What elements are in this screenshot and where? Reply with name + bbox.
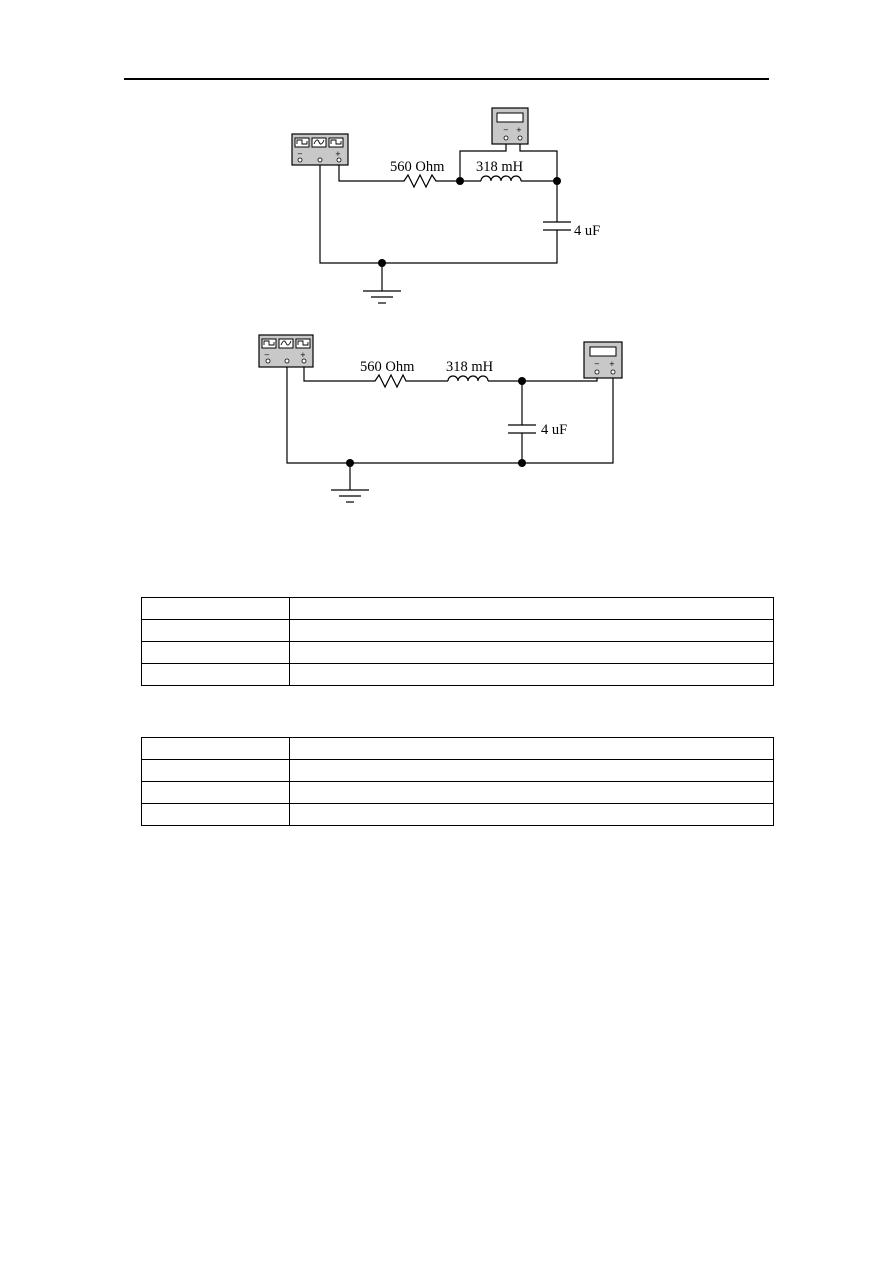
circuit-diagram-1: − + − + 560 Ohm 318 mH 4 uF [291,107,600,304]
generator-plus-label: + [335,150,341,158]
table-cell[interactable] [289,619,774,642]
table-cell[interactable] [289,641,774,664]
table-cell[interactable] [141,663,290,686]
meter-minus-label: − [594,360,600,368]
wire-generator-to-resistor [338,164,395,182]
inductor-symbol [447,375,489,382]
capacitor-symbol [508,424,536,434]
inductor-symbol [480,175,522,182]
header-rule [124,78,769,80]
voltmeter[interactable]: − + [583,341,623,379]
generator-plus-label: + [300,351,306,359]
table-row [141,663,774,686]
table-cell[interactable] [141,737,290,760]
resistor-symbol [395,173,441,189]
junction-node [553,177,561,185]
wire-generator-to-resistor [303,366,367,382]
table-cell[interactable] [141,641,290,664]
table-row [141,781,774,804]
square-wave-icon [296,139,308,145]
function-generator[interactable]: − + [258,334,314,368]
table-cell[interactable] [289,737,774,760]
voltmeter[interactable]: − + [491,107,529,145]
wire-voltmeter-left [459,144,507,181]
table-cell[interactable] [289,803,774,826]
table-row [141,803,774,826]
table-cell[interactable] [141,803,290,826]
meter-display [589,346,617,357]
wire-generator-to-ground [286,366,614,464]
blank-table-2 [141,737,774,826]
wire-inductor-to-meter [488,378,598,382]
table-row [141,641,774,664]
meter-plus-label: + [516,126,522,134]
junction-node [378,259,386,267]
table-row [141,737,774,760]
square-wave-icon [330,139,342,145]
wire-voltmeter-right [519,144,558,181]
sine-wave-icon [280,340,292,346]
blank-table-1 [141,597,774,686]
table-cell[interactable] [141,781,290,804]
function-generator[interactable]: − + [291,133,349,166]
table-cell[interactable] [141,759,290,782]
junction-node [456,177,464,185]
table-cell[interactable] [141,619,290,642]
table-row [141,619,774,642]
meter-plus-label: + [609,360,615,368]
resistor-symbol [367,373,408,389]
table-cell[interactable] [141,597,290,620]
wire-generator-to-ground [319,164,558,264]
capacitor-label: 4 uF [541,422,567,438]
table-row [141,759,774,782]
table-row [141,597,774,620]
meter-minus-label: − [503,126,509,134]
ground-symbol [363,290,401,304]
junction-node [518,377,526,385]
resistor-label: 560 Ohm [360,359,415,375]
circuit-diagram-2: − + − + 560 Ohm 318 mH 4 uF [258,334,623,503]
capacitor-label: 4 uF [574,223,600,239]
square-wave-icon [297,340,309,346]
square-wave-icon [263,340,275,346]
table-cell[interactable] [289,597,774,620]
junction-node [518,459,526,467]
meter-display [496,112,524,123]
generator-minus-label: − [264,351,270,359]
ground-symbol [331,489,369,503]
junction-node [346,459,354,467]
table-cell[interactable] [289,781,774,804]
capacitor-symbol [543,221,571,237]
table-cell[interactable] [289,759,774,782]
inductor-label: 318 mH [476,159,524,175]
resistor-label: 560 Ohm [390,159,445,175]
sine-wave-icon [313,139,325,145]
inductor-label: 318 mH [446,359,494,375]
generator-minus-label: − [297,150,303,158]
table-cell[interactable] [289,663,774,686]
